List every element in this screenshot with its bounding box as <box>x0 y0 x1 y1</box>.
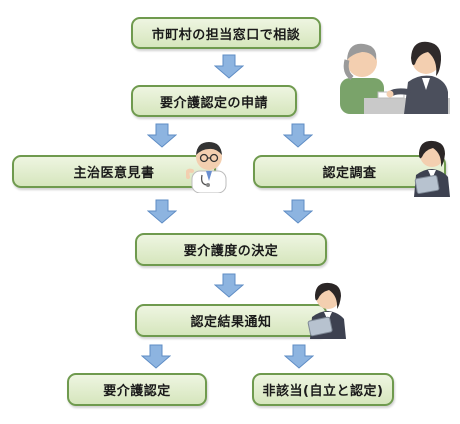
arrow-apply-to-survey <box>283 123 313 148</box>
arrow-doctor-to-decision <box>147 199 177 224</box>
step-decision: 要介護度の決定 <box>135 233 327 266</box>
step-notice: 認定結果通知 <box>135 304 327 337</box>
step-apply: 要介護認定の申請 <box>131 85 297 117</box>
step-consult: 市町村の担当窓口で相談 <box>131 17 321 49</box>
step-survey: 認定調査 <box>253 155 446 188</box>
arrow-consult-to-apply <box>214 54 244 79</box>
arrow-notice-to-certified <box>141 344 171 369</box>
notifier-with-tablet-icon <box>307 282 346 339</box>
consultation-scene-icon <box>340 41 450 114</box>
step-doctor-opinion: 主治医意見書 <box>12 155 216 188</box>
arrow-survey-to-decision <box>283 199 313 224</box>
step-not-applicable: 非該当(自立と認定) <box>252 373 394 406</box>
doctor-icon <box>186 142 227 193</box>
surveyor-with-tablet-icon <box>414 140 450 197</box>
step-certified: 要介護認定 <box>67 373 207 406</box>
arrow-apply-to-doctor <box>147 123 177 148</box>
arrow-decision-to-notice <box>214 273 244 298</box>
arrow-notice-to-not-applicable <box>284 344 314 369</box>
